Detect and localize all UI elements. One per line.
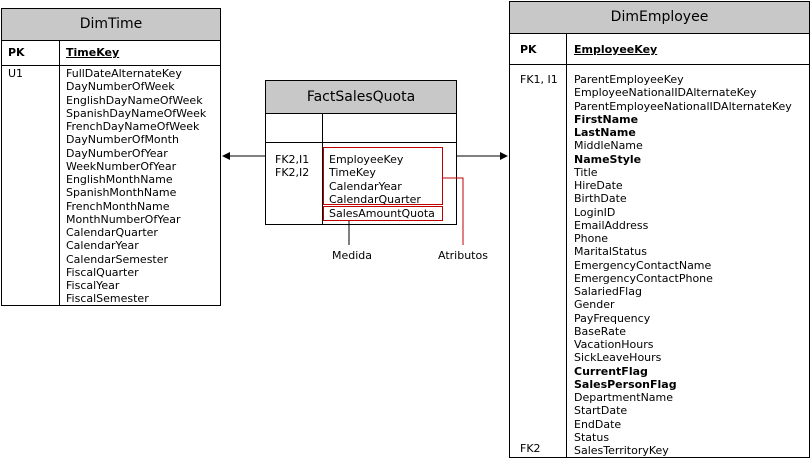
fact-attribute-field: TimeKey [329,166,376,180]
dimemployee-field: EmailAddress [574,218,649,232]
dimemployee-title: DimEmployee [510,2,809,34]
dimtime-field: EnglishDayNameOfWeek [66,93,203,107]
dimtime-field: DayNumberOfWeek [66,80,175,94]
dimemployee-field: EmergencyContactName [574,258,712,272]
dimemployee-field: Status [574,430,610,444]
dimemployee-field: SalesTerritoryKey [574,444,669,457]
dimtime-field: MonthNumberOfYear [66,212,181,226]
dimemployee-field: FirstName [574,112,639,126]
dimtime-field: FiscalYear [66,279,120,292]
dimemployee-pk-label: PK [520,43,537,56]
dimemployee-field: Phone [574,232,609,245]
dimtime-table: DimTime PK TimeKey U1 FullDateAlternateK… [1,8,221,306]
dimemployee-pk-row [510,34,809,65]
dimemployee-field: EndDate [574,417,622,431]
dimemployee-field: SalariedFlag [574,285,642,298]
dimemployee-field: NameStyle [574,152,642,166]
dimemployee-field: LoginID [574,205,616,219]
dimtime-field: SpanishMonthName [66,186,177,200]
dimemployee-field: SickLeaveHours [574,351,662,365]
fact-title: FactSalesQuota [266,81,456,114]
dimemployee-field: LastName [574,126,636,139]
dimemployee-field: MaritalStatus [574,245,647,259]
fact-measure-field: SalesAmountQuota [329,207,435,220]
dimemployee-field: VacationHours [574,338,654,351]
dimtime-field: EnglishMonthName [66,173,173,186]
dimemployee-field: ParentEmployeeNationalIDAlternateKey [574,99,792,113]
dimtime-pk-row [2,41,220,66]
dimemployee-table: DimEmployee PK EmployeeKey FK1, I1 FK2 P… [509,1,810,458]
dimemployee-pk-field: EmployeeKey [574,43,658,56]
dimtime-field: DayNumberOfMonth [66,133,179,147]
fact-attribute-field: CalendarYear [329,179,402,193]
dimtime-divider [59,41,60,305]
dimtime-field: WeekNumberOfYear [66,159,177,173]
fact-attribute-field: CalendarQuarter [329,192,421,206]
dimtime-key-label: U1 [8,67,24,80]
dimemployee-field: BirthDate [574,192,627,206]
dimtime-field: FullDateAlternateKey [66,67,182,80]
dimtime-pk-label: PK [8,46,25,59]
dimemployee-field: EmergencyContactPhone [574,271,713,285]
dimemployee-field: ParentEmployeeKey [574,73,684,86]
dimtime-pk-field: TimeKey [66,46,120,59]
fact-pk-row [266,114,456,143]
dimtime-field: SpanishDayNameOfWeek [66,106,207,120]
dimemployee-field: HireDate [574,179,623,192]
dimemployee-field: StartDate [574,404,628,418]
dimemployee-key-label-bottom: FK2 [520,442,541,455]
dimemployee-field: EmployeeNationalIDAlternateKey [574,86,757,100]
fact-divider [322,114,323,224]
dimemployee-field: CurrentFlag [574,364,648,378]
dimtime-field: FiscalQuarter [66,265,139,279]
dimtime-field: CalendarQuarter [66,226,158,239]
dimtime-field: FrenchDayNameOfWeek [66,120,200,133]
dimtime-field: DayNumberOfYear [66,146,168,160]
dimemployee-field: Gender [574,298,615,312]
dimemployee-field: Title [574,165,598,179]
dimemployee-field: MiddleName [574,139,643,153]
measure-label: Medida [332,249,373,262]
dimtime-title: DimTime [2,9,220,41]
attributes-highlight [323,147,443,205]
attributes-callout-line [443,177,464,245]
attributes-label: Atributos [438,249,488,262]
factsalesquota-table: FactSalesQuota FK2,I1 FK2,I2 EmployeeKey… [265,80,457,225]
dimemployee-field: DepartmentName [574,391,674,404]
measure-highlight [323,206,443,221]
dimemployee-key-label-top: FK1, I1 [520,73,558,86]
dimemployee-field: PayFrequency [574,311,651,325]
dimtime-field: CalendarYear [66,239,139,253]
fact-key-label-1: FK2,I1 [275,153,310,166]
dimemployee-divider [566,34,567,457]
dimtime-field: CalendarSemester [66,252,169,266]
dimemployee-field: SalesPersonFlag [574,377,677,391]
dimemployee-field: BaseRate [574,324,627,338]
dimtime-field: FrenchMonthName [66,199,170,213]
fact-key-label-2: FK2,I2 [275,166,310,179]
fact-attribute-field: EmployeeKey [329,153,404,166]
dimtime-field: FiscalSemester [66,292,149,306]
